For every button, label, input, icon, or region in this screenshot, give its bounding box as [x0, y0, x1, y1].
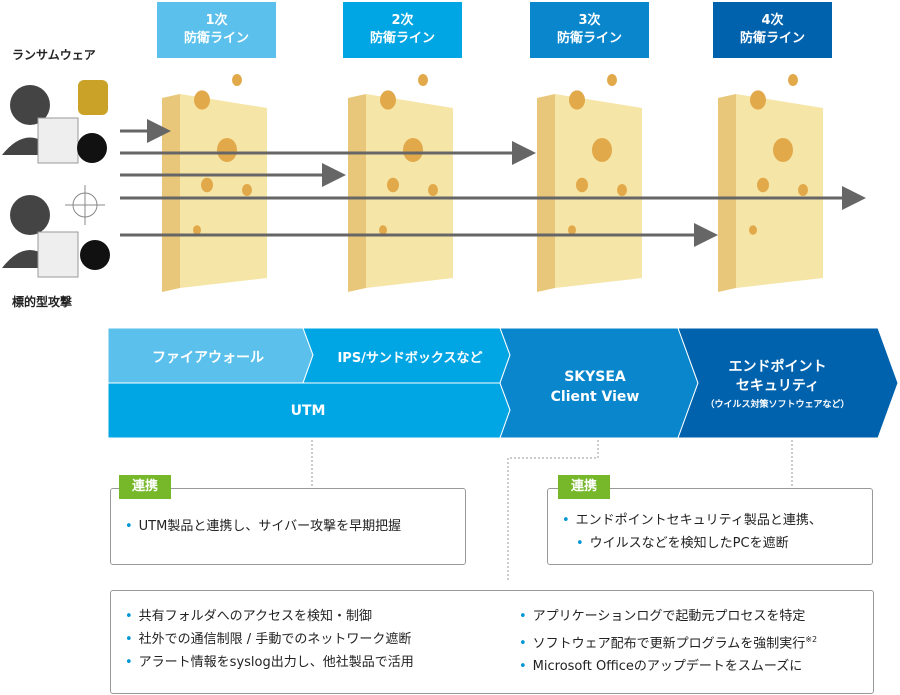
footnote-mark: ※2 [805, 635, 818, 644]
utm-label: UTM [290, 403, 326, 419]
cheese-slice [718, 74, 823, 292]
line-number: 4次 [761, 13, 784, 28]
attacker-icon [2, 195, 79, 278]
defense-line-4: 4次防衛ライン [713, 2, 832, 58]
endpoint-sub: （ウイルス対策ソフトウェアなど） [705, 400, 850, 410]
attack-arrows [120, 119, 866, 247]
line-number: 3次 [578, 13, 601, 28]
list-item: Microsoft Officeのアップデートをスムーズに [519, 655, 817, 678]
skysea-line1: SKYSEA [564, 369, 626, 385]
line-label: 防衛ライン [556, 31, 622, 46]
line-label: 防衛ライン [739, 31, 805, 46]
line-label: 防衛ライン [369, 31, 435, 46]
defense-line-1: 1次防衛ライン [157, 2, 276, 58]
crosshair-icon [65, 185, 105, 225]
list-item-continuation: ウイルスなどを検知したPCを遮断 [562, 532, 822, 555]
list-item: ソフトウェア配布で更新プログラムを強制実行※2 [519, 628, 817, 655]
skysea-line2: Client View [550, 389, 640, 405]
endpoint-line2: セキュリティ [735, 378, 820, 394]
targeted-attack-label: 標的型攻撃 [12, 295, 73, 309]
defense-line-3: 3次防衛ライン [530, 2, 649, 58]
list-item: エンドポイントセキュリティ製品と連携、 [562, 509, 822, 532]
cheese-slice [162, 74, 267, 292]
endpoint-segment [677, 328, 899, 439]
list-item: UTM製品と連携し、サイバー攻撃を早期把握 [125, 515, 401, 538]
endpoint-line1: エンドポイント [728, 359, 827, 375]
line-number: 2次 [391, 13, 414, 28]
ransomware-label: ランサムウェア [12, 48, 96, 62]
firewall-label: ファイアウォール [152, 350, 264, 366]
defense-banner [108, 328, 899, 439]
line-label: 防衛ライン [183, 31, 249, 46]
connector-lines [311, 440, 793, 580]
cheese-slice [537, 74, 642, 292]
defense-line-2: 2次防衛ライン [343, 2, 462, 58]
list-item: 共有フォルダへのアクセスを検知・制御 [125, 605, 414, 628]
virus-icon [80, 240, 110, 270]
integration-tag: 連携 [119, 475, 171, 499]
attacker-icon [2, 85, 79, 164]
virus-icon [77, 133, 107, 163]
coins-icon [78, 80, 108, 115]
cheese-slice [348, 74, 453, 292]
list-item: 社外での通信制限 / 手動でのネットワーク遮断 [125, 628, 414, 651]
ips-label: IPS/サンドボックスなど [337, 351, 483, 366]
skysea-label: SKYSEA Client View [505, 367, 685, 407]
swiss-cheese-illustration [2, 74, 866, 292]
item-text: ソフトウェア配布で更新プログラムを強制実行 [532, 636, 806, 652]
endpoint-label: エンドポイントセキュリティ （ウイルス対策ソフトウェアなど） [685, 358, 870, 415]
list-item: アラート情報をsyslog出力し、他社製品で活用 [125, 651, 414, 674]
utm-integration-box: UTM製品と連携し、サイバー攻撃を早期把握 [110, 488, 466, 565]
list-item: アプリケーションログで起動元プロセスを特定 [519, 605, 817, 628]
line-number: 1次 [205, 13, 228, 28]
endpoint-integration-box: エンドポイントセキュリティ製品と連携、 ウイルスなどを検知したPCを遮断 [547, 488, 873, 565]
integration-tag: 連携 [558, 475, 610, 499]
skysea-features-box: 共有フォルダへのアクセスを検知・制御 社外での通信制限 / 手動でのネットワーク… [110, 590, 874, 694]
